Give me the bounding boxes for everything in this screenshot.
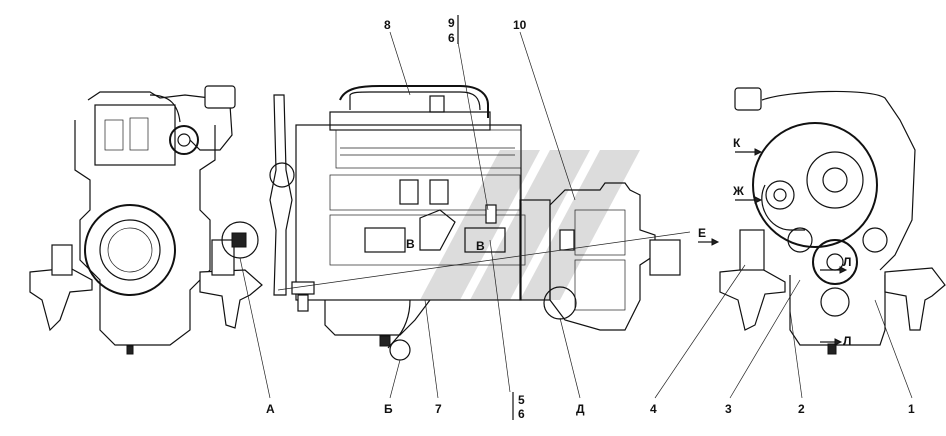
label-d: Д: [576, 402, 585, 416]
label-6-top: 6: [448, 31, 455, 45]
label-7: 7: [435, 402, 442, 416]
label-v-left: В: [406, 237, 415, 251]
label-4: 4: [650, 402, 657, 416]
callout-labels: 8 9 6 10 К Ж Е Л Л В В А Б 7 5 6 Д 4 3 2…: [266, 16, 915, 421]
direction-arrows: [698, 148, 848, 346]
leader-lines: [239, 15, 913, 420]
label-b: Б: [384, 402, 393, 416]
label-3: 3: [725, 402, 732, 416]
label-k: К: [733, 136, 741, 150]
label-9: 9: [448, 16, 455, 30]
engine-front-view: [29, 85, 263, 355]
label-5: 5: [518, 393, 525, 407]
label-6-bottom: 6: [518, 407, 525, 421]
label-e: Е: [698, 226, 706, 240]
label-l-upper: Л: [843, 255, 851, 269]
label-2: 2: [798, 402, 805, 416]
label-v-right: В: [476, 239, 485, 253]
label-1: 1: [908, 402, 915, 416]
label-l-lower: Л: [843, 334, 851, 348]
label-10: 10: [513, 18, 527, 32]
engine-side-view: [269, 85, 681, 361]
label-8: 8: [384, 18, 391, 32]
engine-rear-view: [719, 87, 946, 355]
label-a: А: [266, 402, 275, 416]
label-zh: Ж: [732, 184, 744, 198]
